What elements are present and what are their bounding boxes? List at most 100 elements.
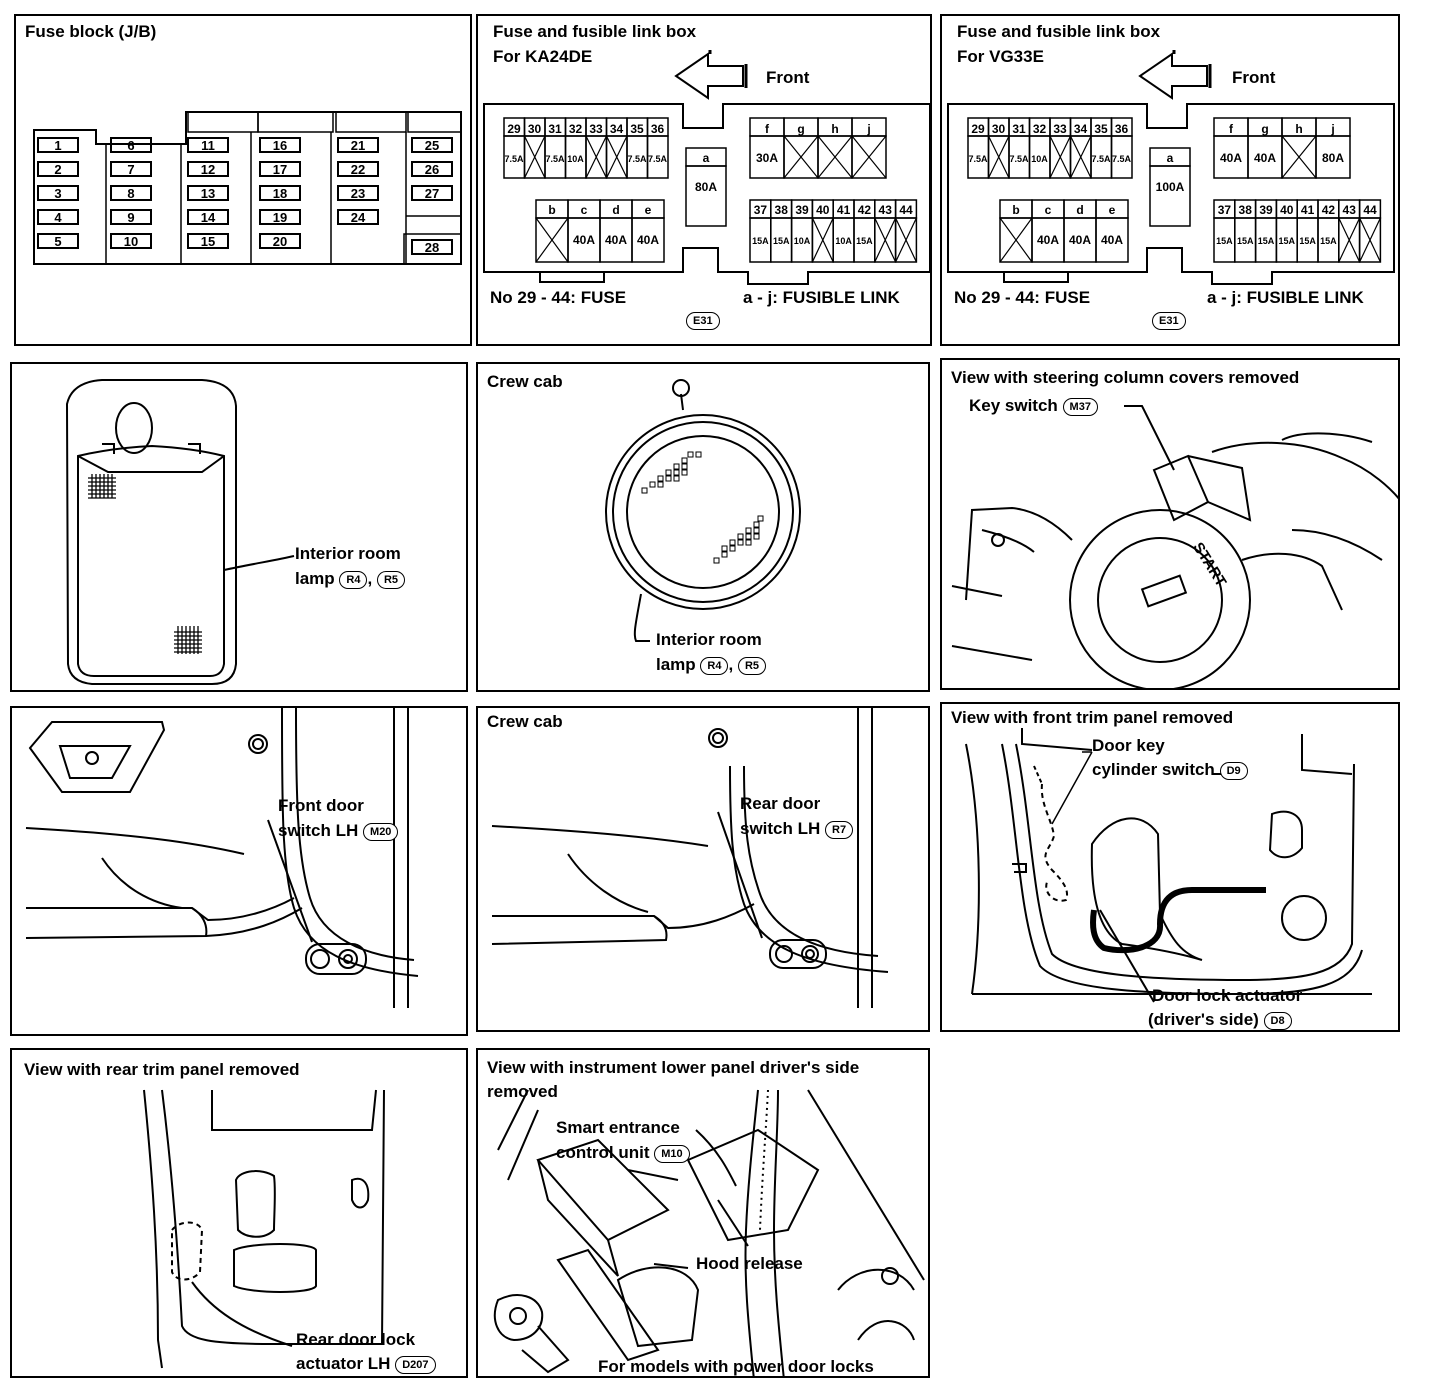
fuse-1-label: 1 <box>54 138 61 153</box>
fuse-10-label: 10 <box>124 234 138 249</box>
fuse-25-label: 25 <box>425 138 439 153</box>
link-d-amp: 40A <box>1069 233 1091 247</box>
front-trim-connector-d8: D8 <box>1263 1011 1292 1030</box>
front-trim-panel: View with front trim panel removed Door … <box>940 702 1400 1032</box>
link-j-id: j <box>1330 122 1334 136</box>
fuse-35-amp: 7.5A <box>1091 154 1111 164</box>
fuse-41-amp: 10A <box>835 236 852 246</box>
rear-trim-label-line1: Rear door lock <box>296 1330 416 1349</box>
front-trim-connector-d9: D9 <box>1219 761 1248 780</box>
link-e-id: e <box>1109 203 1116 217</box>
fuse-33-number: 33 <box>589 122 603 136</box>
fuse-43-number: 43 <box>1343 203 1357 217</box>
instrument-drawing <box>493 1089 925 1376</box>
fuse-13-label: 13 <box>201 186 215 201</box>
link-a-id: a <box>1167 151 1174 165</box>
crew-lamp-label-lamp: lamp <box>656 655 696 674</box>
fuse-43-number: 43 <box>879 203 893 217</box>
room-lamp-separator: , <box>367 569 373 588</box>
fuse-14-label: 14 <box>201 210 216 225</box>
rear-trim-label-actuator: actuator LH <box>296 1354 391 1373</box>
fuse-8-label: 8 <box>127 186 134 201</box>
fuse-35-amp: 7.5A <box>627 154 647 164</box>
link-g-id: g <box>1261 122 1268 136</box>
ka24de-legend-fuse: No 29 - 44: FUSE <box>490 288 627 307</box>
room-lamp-connector-r4: R4 <box>339 570 368 589</box>
link-d-id: d <box>612 203 619 217</box>
room-lamp-drawing <box>65 379 295 685</box>
rear-door-title: Crew cab <box>487 712 563 731</box>
fuse-40-number: 40 <box>816 203 830 217</box>
lamp-hatch <box>88 474 202 654</box>
fuse-38-number: 38 <box>775 203 789 217</box>
fuse-9-label: 9 <box>127 210 134 225</box>
front-trim-key-label-line2: cylinder switch D9 <box>1092 758 1248 782</box>
fuse-33-number: 33 <box>1053 122 1067 136</box>
fuse-32-number: 32 <box>1033 122 1047 136</box>
fuse-39-number: 39 <box>795 203 809 217</box>
rear-door-label-line1: Rear door <box>740 794 821 813</box>
vg33e-legend-fuse: No 29 - 44: FUSE <box>954 288 1091 307</box>
fuse-4-label: 4 <box>54 210 62 225</box>
key-switch-label: Key switch <box>969 396 1058 415</box>
front-door-label-line2: switch LH M20 <box>278 819 399 843</box>
front-trim-act-label-driver: (driver's side) <box>1148 1010 1259 1029</box>
fuse-36-amp: 7.5A <box>648 154 668 164</box>
fuse-35-number: 35 <box>630 122 644 136</box>
fuse-18-label: 18 <box>273 186 287 201</box>
fuse-16-label: 16 <box>273 138 287 153</box>
fuse-44-number: 44 <box>899 203 913 217</box>
crew-lamp-connector-r4: R4 <box>700 656 729 675</box>
fuse-37-amp: 15A <box>1216 236 1233 246</box>
fuse-40-amp: 15A <box>1279 236 1296 246</box>
fuse-41-amp: 15A <box>1299 236 1316 246</box>
crew-lamp-label-line1: Interior room <box>656 630 762 649</box>
room-lamp-label-lamp: lamp <box>295 569 335 588</box>
link-c-id: c <box>1045 203 1052 217</box>
rear-door-label-switch: switch LH <box>740 819 821 838</box>
front-trim-key-label-cyl: cylinder switch <box>1092 760 1215 779</box>
ka24de-title-line1: Fuse and fusible link box <box>493 22 697 41</box>
fuse-38-amp: 15A <box>1237 236 1254 246</box>
instrument-unit-label-line1: Smart entrance <box>556 1118 680 1137</box>
rear-door-drawing <box>491 708 889 1008</box>
front-door-drawing <box>25 708 419 1008</box>
link-f-id: f <box>765 122 770 136</box>
front-door-connector-m20: M20 <box>363 822 399 841</box>
key-switch-connector-m37: M37 <box>1062 397 1098 416</box>
fuse-29-number: 29 <box>507 122 521 136</box>
start-label: START <box>1189 539 1229 589</box>
vg33e-title-line2: For VG33E <box>957 47 1044 66</box>
fuse-block-diagram: 1234567891011121314151617181920212223242… <box>33 111 462 265</box>
fuse-32-amp: 10A <box>1031 154 1048 164</box>
fuse-37-number: 37 <box>754 203 768 217</box>
fuse-31-number: 31 <box>1012 122 1026 136</box>
crew-lamp-label-line2: lamp R4, R5 <box>656 653 767 677</box>
hood-release-label: Hood release <box>696 1254 803 1273</box>
fuse-22-label: 22 <box>351 162 365 177</box>
instrument-lower-panel: View with instrument lower panel driver'… <box>476 1048 930 1378</box>
rear-door-connector-r7: R7 <box>825 820 854 839</box>
fuse-42-amp: 15A <box>1320 236 1337 246</box>
link-c-amp: 40A <box>573 233 595 247</box>
link-f-amp: 40A <box>1220 151 1242 165</box>
link-g-amp: 40A <box>1254 151 1276 165</box>
room-lamp-label-line1: Interior room <box>295 544 401 563</box>
link-e-amp: 40A <box>1101 233 1123 247</box>
rear-trim-drawing <box>143 1089 385 1369</box>
instrument-title-line2: removed <box>487 1082 558 1101</box>
link-b-id: b <box>1012 203 1019 217</box>
fuse-20-label: 20 <box>273 234 287 249</box>
vg33e-title-line1: Fuse and fusible link box <box>957 22 1161 41</box>
rear-trim-label-line2: actuator LH D207 <box>296 1352 436 1376</box>
fuse-42-number: 42 <box>1322 203 1336 217</box>
fusible-link-box-ka24de-panel: Fuse and fusible link box For KA24DE Fro… <box>476 14 932 346</box>
fuse-37-number: 37 <box>1218 203 1232 217</box>
link-h-id: h <box>831 122 838 136</box>
instrument-unit-label-line2: control unit M10 <box>556 1141 690 1165</box>
fuse-31-amp: 7.5A <box>545 154 565 164</box>
instrument-title-line1: View with instrument lower panel driver'… <box>487 1058 860 1077</box>
vg33e-legend-link: a - j: FUSIBLE LINK <box>1207 288 1364 307</box>
